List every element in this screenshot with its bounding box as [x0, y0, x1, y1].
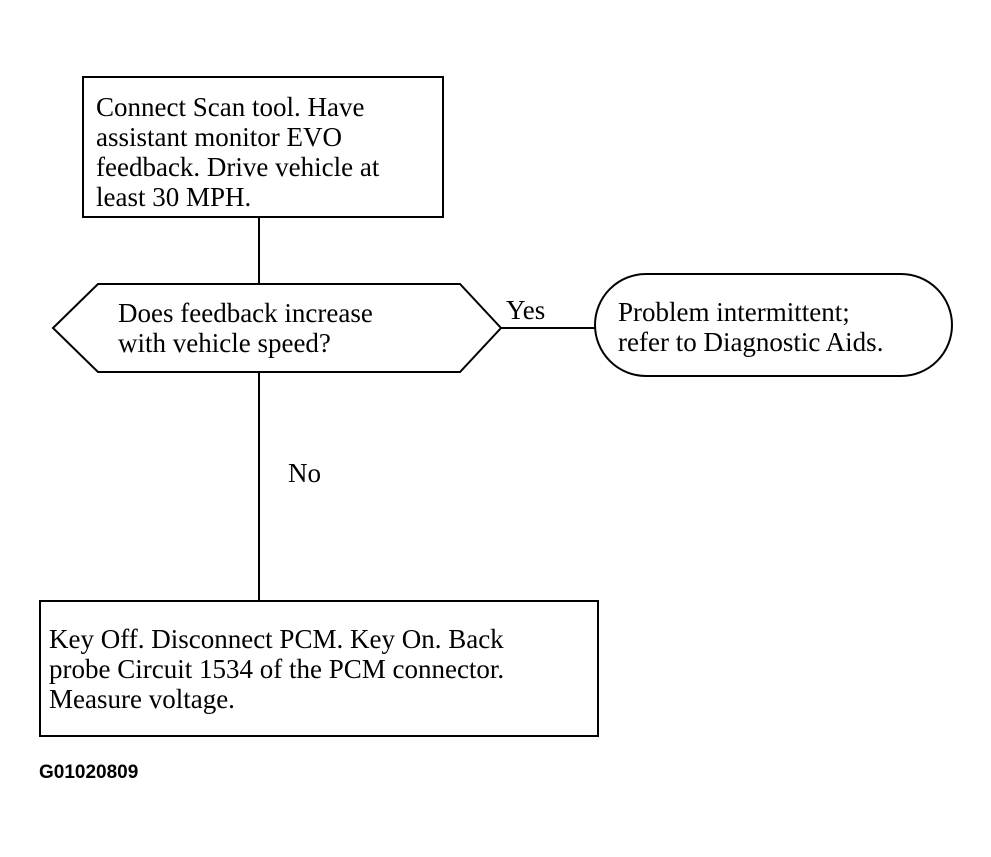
no-label: No — [288, 458, 321, 488]
terminal-problem-intermittent: Problem intermittent; refer to Diagnosti… — [594, 273, 953, 377]
figure-id: G01020809 — [39, 762, 139, 783]
step-connect-scan-tool: Connect Scan tool. Have assistant monito… — [82, 76, 444, 218]
step-measure-voltage: Key Off. Disconnect PCM. Key On. Back pr… — [39, 600, 599, 737]
decision-question: Does feedback increase with vehicle spee… — [118, 298, 373, 358]
yes-label: Yes — [506, 295, 546, 325]
